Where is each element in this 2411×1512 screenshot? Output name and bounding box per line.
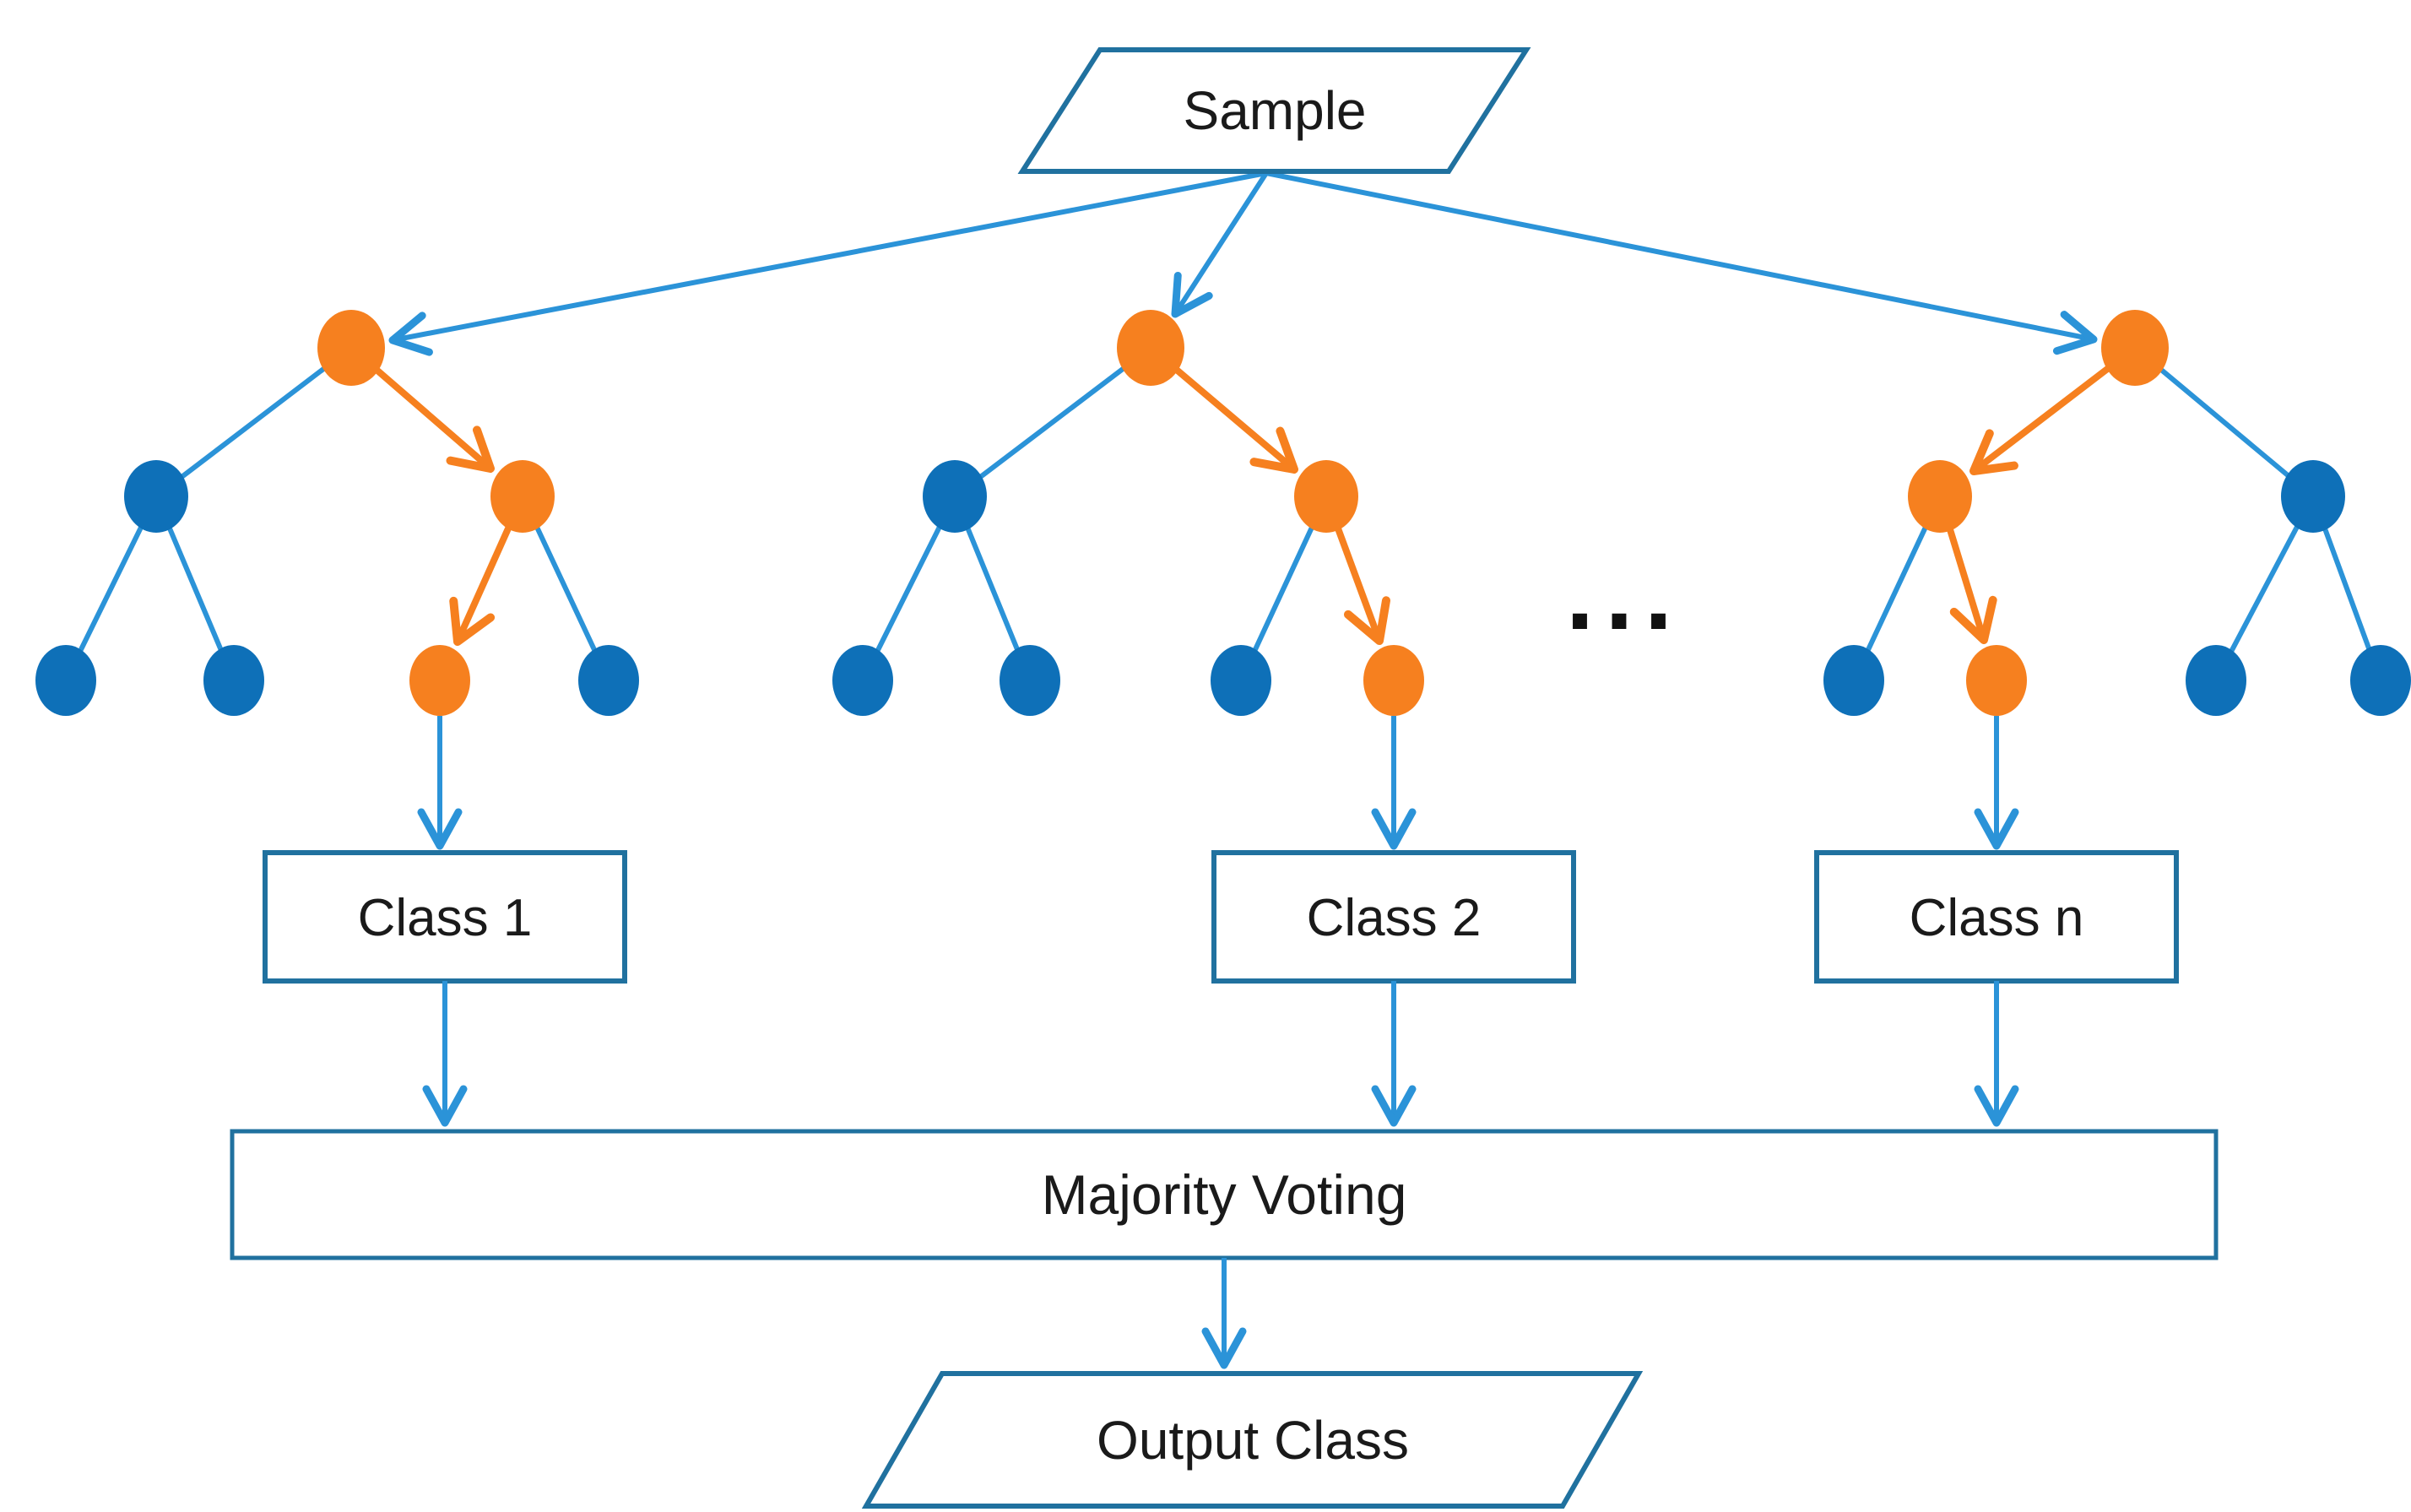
tree-n-split-node-blue	[2281, 460, 2345, 533]
tree-1-leaf-node-2	[203, 645, 264, 716]
tree-n-leaf-node-3	[2186, 645, 2246, 716]
tree-n-root-node	[2101, 310, 2169, 386]
class-to-voting-edges	[422, 981, 2019, 1127]
output-parallelogram	[861, 1371, 1644, 1509]
tree-1-leaf-node-1	[35, 645, 96, 716]
tree-n-leaf-node-predicted	[1966, 645, 2027, 716]
tree-2-split-node-orange	[1294, 460, 1358, 533]
tree-1-split-node-orange	[490, 460, 555, 533]
tree-1-branch-root-left	[154, 345, 353, 499]
class-2-label: Class 2	[1307, 889, 1482, 947]
tree-n-split-node-orange	[1908, 460, 1972, 533]
sample-shape-group: Sample	[1017, 47, 1531, 174]
tree-2-leaf-node-2	[1000, 645, 1060, 716]
tree-2-split-node-blue	[923, 460, 987, 533]
tree-1	[35, 310, 639, 850]
output-shape-group: Output Class	[861, 1371, 1644, 1509]
sample-fanout-edges	[388, 171, 2098, 356]
sample-to-tree-2-arrow	[1171, 171, 1269, 318]
tree-2-branch-root-left	[953, 345, 1152, 499]
sample-label: Sample	[1184, 80, 1367, 141]
majority-voting-label: Majority Voting	[1042, 1163, 1407, 1226]
tree-1-split-node-blue	[124, 460, 188, 533]
class-2-box	[1211, 850, 1576, 984]
more-trees-ellipsis: ...	[1564, 554, 1682, 648]
class-boxes: Class 1 Class 2 Class n	[263, 850, 2179, 984]
tree-n-leaf-node-4	[2350, 645, 2411, 716]
tree-n-branch-root-right	[2133, 345, 2315, 499]
tree-2-leaf-node-predicted	[1363, 645, 1424, 716]
tree-n	[1823, 310, 2411, 850]
sample-parallelogram	[1017, 47, 1531, 174]
tree-2	[832, 310, 1424, 850]
class-n-box	[1814, 850, 2179, 984]
tree-1-leaf-node-4	[578, 645, 639, 716]
tree-2-leaf-node-1	[832, 645, 893, 716]
tree-2-root-node	[1117, 310, 1184, 386]
class-1-label: Class 1	[358, 889, 533, 947]
sample-to-tree-1-arrow	[388, 171, 1267, 356]
majority-voting-group: Majority Voting	[230, 1129, 2219, 1260]
tree-1-leaf-node-predicted	[409, 645, 470, 716]
class-1-box	[263, 850, 627, 984]
output-class-label: Output Class	[1097, 1410, 1409, 1471]
tree-2-leaf-node-3	[1211, 645, 1271, 716]
tree-1-root-node	[317, 310, 385, 386]
tree-n-leaf-node-1	[1823, 645, 1884, 716]
majority-voting-box	[230, 1129, 2219, 1260]
sample-to-tree-n-arrow	[1265, 171, 2098, 355]
class-n-label: Class n	[1910, 889, 2084, 947]
